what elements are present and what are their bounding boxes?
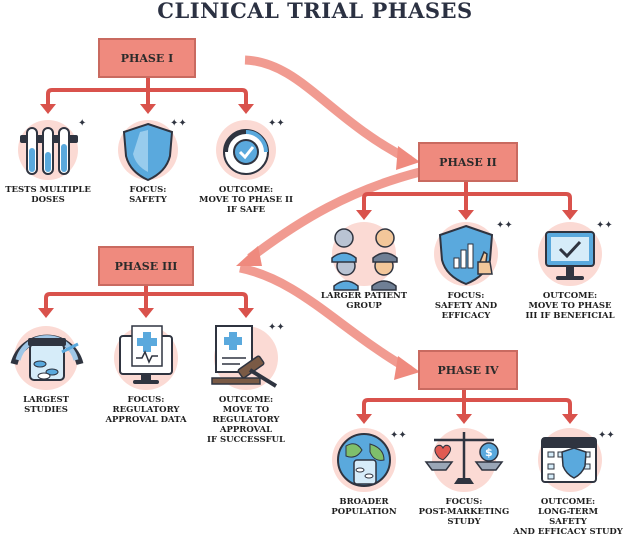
phase-4-item-3-caption: OUTCOME: LONG-TERM SAFETY AND EFFICACY S… <box>513 497 623 537</box>
phase-1-item-3-caption: OUTCOME: MOVE TO PHASE II IF SAFE <box>199 185 293 215</box>
svg-text:✦✦: ✦✦ <box>596 220 613 231</box>
arrow-phase2-to-phase3 <box>247 167 422 262</box>
phase-2-item-1-caption: LARGER PATIENT GROUP <box>320 291 408 311</box>
svg-text:✦✦: ✦✦ <box>598 430 615 441</box>
shield-chart-thumb-icon: ✦✦ <box>434 220 513 286</box>
scale-heart-dollar-icon: $ <box>424 428 504 492</box>
phase-2-item-2-caption: FOCUS: SAFETY AND EFFICACY <box>434 291 498 321</box>
phase-3-item-3-caption: OUTCOME: MOVE TO REGULATORY APPROVAL IF … <box>206 395 286 445</box>
arrow-head-phase3 <box>236 246 262 266</box>
test-tubes-icon: ✦ <box>18 118 86 180</box>
svg-text:$: $ <box>485 446 493 459</box>
phase-1-box: PHASE I <box>98 38 196 78</box>
page-title: CLINICAL TRIAL PHASES <box>157 0 473 23</box>
gauge-check-icon: ✦✦ <box>216 118 285 180</box>
phase-4-item-1-caption: BROADER POPULATION <box>331 497 397 517</box>
svg-text:✦✦: ✦✦ <box>390 430 407 441</box>
approval-document-monitor-icon <box>114 325 178 390</box>
phase-1-item-1-caption: TESTS MULTIPLE DOSES <box>5 185 91 205</box>
arrow-phase3-to-phase4 <box>239 263 413 374</box>
shield-icon: ✦✦ <box>118 118 187 182</box>
phase-4-box: PHASE IV <box>418 350 518 390</box>
arrow-head-phase2 <box>396 146 420 170</box>
branches-phase4 <box>362 390 572 418</box>
globe-pills-icon: ✦✦ <box>332 428 407 492</box>
phase-3-item-2-caption: FOCUS: REGULATORY APPROVAL DATA <box>105 395 187 425</box>
calendar-shield-icon: ✦✦ <box>538 428 615 492</box>
branches-phase1 <box>46 78 248 108</box>
phase-1-item-2-caption: FOCUS: SAFETY <box>129 185 167 205</box>
monitor-check-icon: ✦✦ <box>538 220 613 286</box>
arrow-phase1-to-phase2 <box>244 55 413 165</box>
gavel-document-icon: ✦✦ <box>211 322 285 390</box>
arrow-head-phase4 <box>394 356 420 380</box>
phase-2-item-3-caption: OUTCOME: MOVE TO PHASE III IF BENEFICIAL <box>525 291 615 321</box>
phase-2-box: PHASE II <box>418 142 518 182</box>
pill-jar-gauge-icon <box>10 326 84 390</box>
branches-phase3 <box>44 284 248 312</box>
svg-text:✦: ✦ <box>78 118 86 129</box>
svg-text:✦✦: ✦✦ <box>170 118 187 129</box>
patient-group-icon <box>331 222 398 291</box>
branches-phase2 <box>362 182 572 214</box>
phase-3-item-1-caption: LARGEST STUDIES <box>23 395 69 415</box>
phase-3-box: PHASE III <box>98 246 194 286</box>
svg-text:✦✦: ✦✦ <box>268 118 285 129</box>
svg-text:✦✦: ✦✦ <box>268 322 285 333</box>
svg-text:✦✦: ✦✦ <box>496 220 513 231</box>
phase-4-item-2-caption: FOCUS: POST-MARKETING STUDY <box>418 497 510 527</box>
